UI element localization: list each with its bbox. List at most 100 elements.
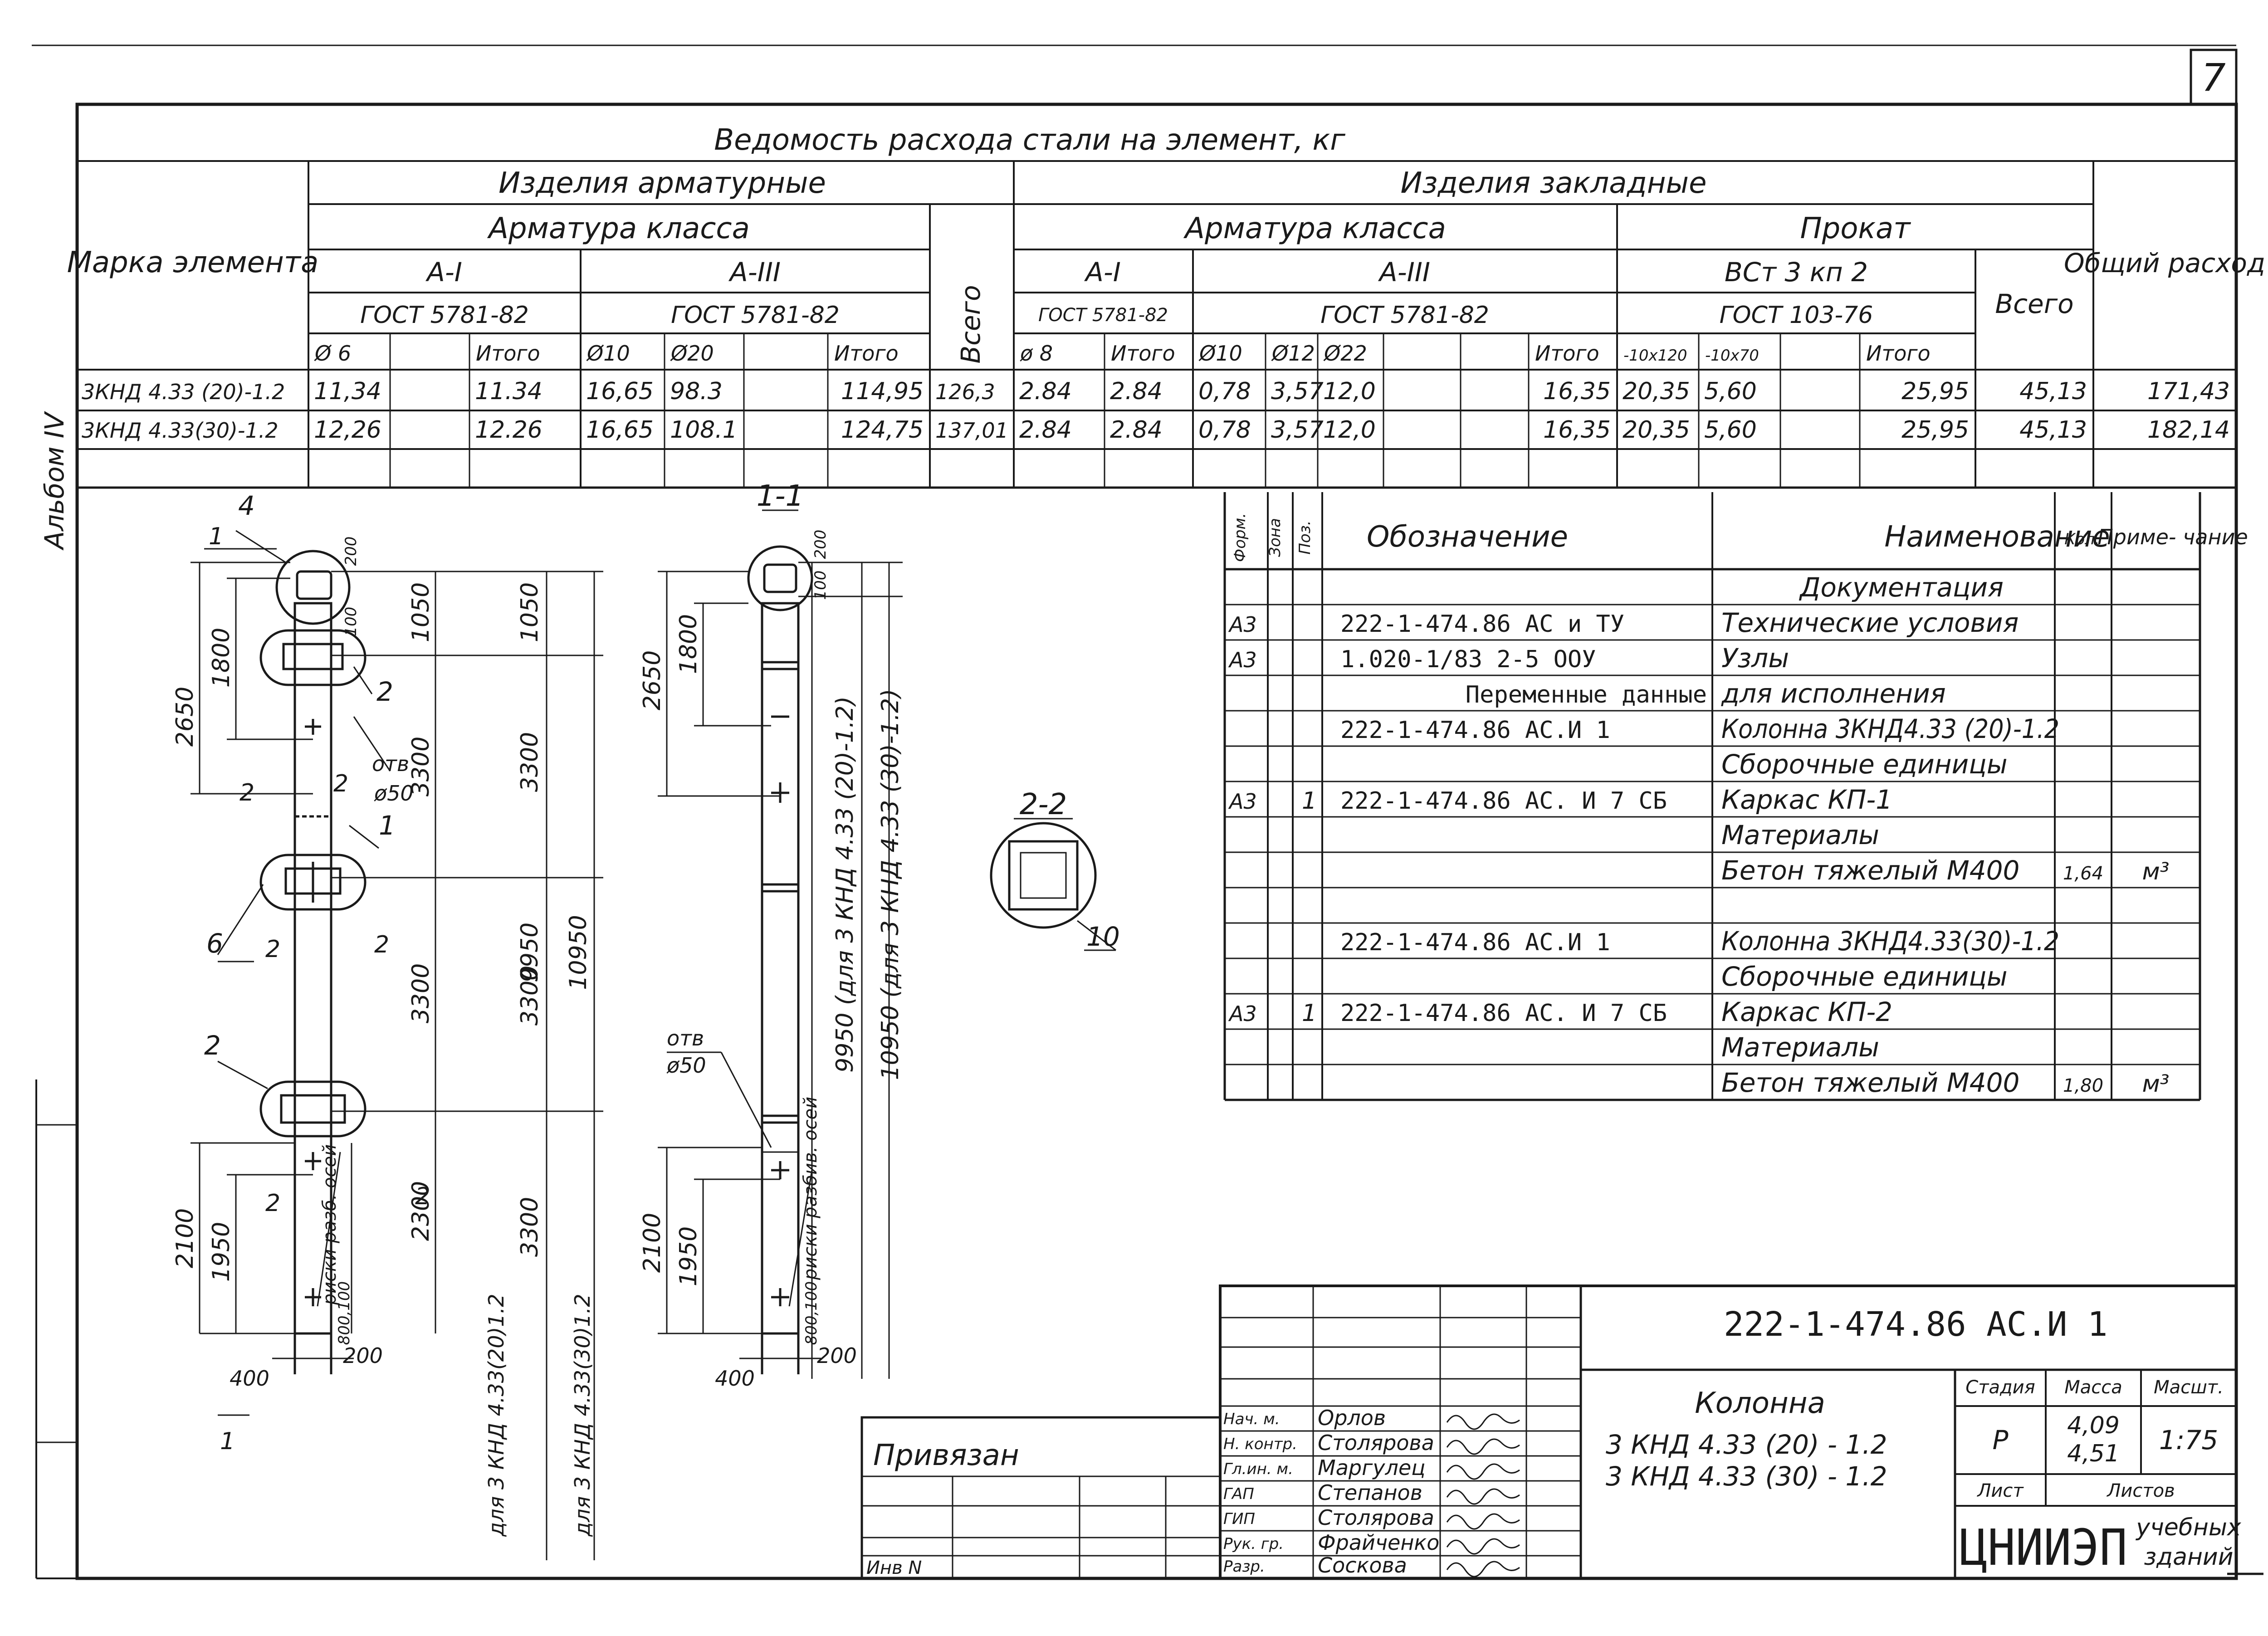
leader-6: 6 bbox=[206, 928, 223, 959]
dim-3300-mid-1: 3300 bbox=[516, 732, 543, 792]
product-line-2: 3 КНД 4.33 (30) - 1.2 bbox=[1606, 1461, 1887, 1492]
dim-200-sec: 200 bbox=[811, 530, 830, 559]
section-1-1 bbox=[658, 509, 903, 1379]
total-overall: Общий расход bbox=[2064, 248, 2265, 278]
inv-label: Инв N bbox=[866, 1558, 922, 1578]
steel-row-cell: 5,60 bbox=[1704, 416, 1757, 444]
sec-mark-1-bottom: 1 bbox=[220, 1428, 235, 1455]
specification-table bbox=[1223, 492, 2201, 1101]
spec-header-note: Приме- чание bbox=[2097, 525, 2248, 549]
dim-800-sec: 800,100 bbox=[802, 1281, 821, 1345]
steel-row-cell: 182,14 bbox=[2147, 416, 2230, 444]
spec-cell-f: А3 bbox=[1228, 612, 1257, 637]
dim-1050-left: 1050 bbox=[407, 582, 435, 642]
group-reinforcement: Изделия арматурные bbox=[499, 166, 826, 200]
scale-header: Масшт. bbox=[2154, 1377, 2224, 1398]
signature-role: Гл.ин. м. bbox=[1223, 1460, 1293, 1478]
spec-cell-name: Узлы bbox=[1721, 643, 1789, 674]
steel-row-cell: 20,35 bbox=[1623, 378, 1690, 405]
signature-role: ГАП bbox=[1223, 1485, 1254, 1503]
steel-subheader: -10х70 bbox=[1705, 347, 1759, 365]
signature-name: Столярова bbox=[1318, 1505, 1434, 1530]
steel-row-cell: 3,57 bbox=[1271, 378, 1324, 405]
sec2-left-c: 2 bbox=[265, 936, 280, 963]
signature-rows: Нач. м. Орлов Н. контр. Столярова Гл.ин. м. М… bbox=[1223, 1406, 1520, 1577]
organization-sub-2: зданий bbox=[2144, 1543, 2233, 1571]
spec-cell-des: 1.020-1/83 2-5 ООУ bbox=[1340, 646, 1596, 673]
product-title: Колонна bbox=[1695, 1387, 1825, 1420]
class-a3: А-III bbox=[728, 257, 781, 288]
dim-2100-sec: 2100 bbox=[639, 1213, 666, 1273]
steel-subheader: Итого bbox=[834, 341, 899, 366]
dim-100-sec: 100 bbox=[811, 571, 830, 600]
steel-row-cell: 2.84 bbox=[1019, 416, 1072, 444]
sec2-left-b: 2 bbox=[333, 770, 348, 797]
column-elevation bbox=[191, 530, 603, 1560]
spec-cell-p: 1 bbox=[1302, 787, 1317, 815]
signature-name: Маргулец bbox=[1318, 1455, 1425, 1480]
dim-1800-left: 1800 bbox=[208, 628, 235, 688]
mass-value-2: 4,51 bbox=[2067, 1440, 2120, 1467]
spec-cell-name: Технические условия bbox=[1721, 607, 2019, 638]
class-a3-embedded: А-III bbox=[1378, 257, 1430, 288]
spec-cell-f: А3 bbox=[1228, 789, 1257, 814]
steel-row-cell: 20,35 bbox=[1623, 416, 1690, 444]
steel-consumption-table bbox=[77, 160, 2236, 489]
signature-scribble bbox=[1446, 1438, 1520, 1455]
steel-row-cell: 12.26 bbox=[475, 416, 543, 444]
spec-cell-name: Бетон тяжелый М400 bbox=[1721, 1067, 2019, 1098]
hole-dia-1: ø50 bbox=[374, 781, 414, 806]
section-2-2 bbox=[990, 818, 1116, 951]
steel-row-cell: 25,95 bbox=[1901, 378, 1969, 405]
steel-row-cell: 12,0 bbox=[1323, 378, 1376, 405]
signature-name: Орлов bbox=[1318, 1406, 1386, 1430]
bind-label: Привязан bbox=[873, 1439, 1019, 1472]
standard-2: ГОСТ 5781-82 bbox=[671, 302, 840, 329]
spec-cell-des: Переменные данные bbox=[1466, 681, 1707, 708]
steel-row-cell: 2.84 bbox=[1019, 378, 1072, 405]
steel-row-cell: 12,26 bbox=[314, 416, 381, 444]
dim-200-sec-bottom: 200 bbox=[817, 1343, 857, 1368]
section-1-1-label: 1-1 bbox=[757, 479, 804, 513]
steel-row-cell: 137,01 bbox=[935, 418, 1008, 443]
spec-cell-des: 222-1-474.86 АС. И 7 СБ bbox=[1340, 1000, 1667, 1027]
steel-row-cell: 108.1 bbox=[670, 416, 738, 444]
album-label: Альбом IV bbox=[39, 410, 70, 551]
section-2-2-label: 2-2 bbox=[1020, 788, 1067, 821]
stage-value: Р bbox=[1993, 1425, 2009, 1455]
steel-subheader: Ø12 bbox=[1271, 341, 1315, 366]
spec-cell-name: для исполнения bbox=[1721, 678, 1946, 709]
signature-name: Соскова bbox=[1318, 1553, 1407, 1577]
signature-scribble bbox=[1446, 1488, 1520, 1505]
steel-row-cell: 171,43 bbox=[2147, 378, 2230, 405]
group-embedded: Изделия закладные bbox=[1401, 166, 1707, 200]
organization: ЦНИИЭП bbox=[1960, 1519, 2127, 1577]
steel-row-mark: 3КНД 4.33(30)-1.2 bbox=[82, 418, 279, 443]
spec-header-zone: Зона bbox=[1266, 518, 1284, 557]
rebar-class-2: Арматура класса bbox=[1183, 212, 1446, 245]
spec-header-name: Наименование bbox=[1884, 520, 2110, 554]
signature-name: Степанов bbox=[1318, 1480, 1422, 1505]
steel-row-cell: 16,35 bbox=[1543, 416, 1611, 444]
signature-scribble bbox=[1446, 1413, 1520, 1430]
signature-name: Фрайченко bbox=[1318, 1530, 1439, 1555]
spec-cell-name: Бетон тяжелый М400 bbox=[1721, 855, 2019, 886]
signature-role: Нач. м. bbox=[1223, 1410, 1280, 1428]
title-block bbox=[860, 1284, 2238, 1580]
steel-row-cell: 126,3 bbox=[935, 380, 995, 404]
steel-row-cell: 98.3 bbox=[670, 378, 723, 405]
dim-10950: 10950 bbox=[565, 915, 592, 990]
sec2-left-d: 2 bbox=[374, 931, 389, 958]
rebar-class-1: Арматура класса bbox=[487, 212, 750, 245]
dim-1950-sec: 1950 bbox=[675, 1226, 702, 1286]
signature-role: Н. контр. bbox=[1223, 1435, 1297, 1453]
dim-1950-left: 1950 bbox=[208, 1222, 235, 1282]
standard-1: ГОСТ 5781-82 bbox=[360, 302, 529, 329]
dim-3300-left-1: 3300 bbox=[407, 737, 435, 796]
steel-subheader: Ø22 bbox=[1323, 341, 1367, 366]
col-mark: Марка элемента bbox=[67, 246, 319, 279]
hole-label-2: отв bbox=[667, 1026, 704, 1050]
steel-subheader: Ø20 bbox=[670, 341, 714, 366]
steel-subheader: Ø 6 bbox=[314, 341, 351, 366]
